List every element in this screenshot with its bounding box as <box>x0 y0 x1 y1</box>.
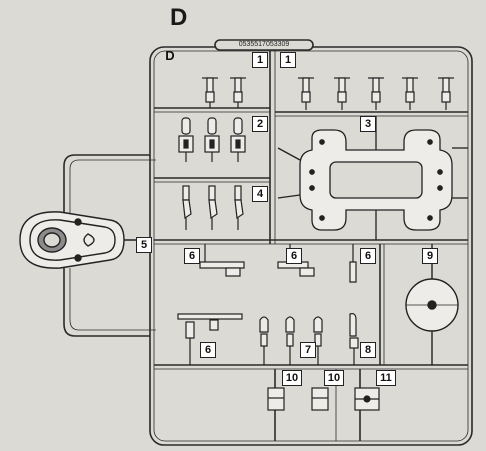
sprue-inner-frame <box>153 50 469 442</box>
part-8 <box>349 313 359 365</box>
part-number-9: 9 <box>422 248 438 264</box>
part-number-6a: 6 <box>184 248 200 264</box>
part-number-3: 3 <box>360 116 376 132</box>
parts-10-11-group <box>267 387 380 411</box>
part-number-5: 5 <box>136 237 152 253</box>
parts-7-group <box>259 316 323 365</box>
hull-part <box>19 211 150 269</box>
part-number-6c: 6 <box>360 248 376 264</box>
part-number-6d: 6 <box>200 342 216 358</box>
left-runner <box>63 154 150 337</box>
parts-6-upper <box>199 244 357 283</box>
frame-letter: D <box>165 48 175 63</box>
part-number-2: 2 <box>252 116 268 132</box>
part-number-8: 8 <box>360 342 376 358</box>
part-number-7: 7 <box>300 342 316 358</box>
code-plate <box>214 39 314 51</box>
part-number-4: 4 <box>252 186 268 202</box>
sprue-letter-title: D <box>170 4 188 31</box>
part-number-1a: 1 <box>252 52 268 68</box>
parts-4-group <box>182 185 244 230</box>
sprue-code: 0535517053309 <box>238 41 290 48</box>
part-number-1b: 1 <box>280 52 296 68</box>
part-number-6b: 6 <box>286 248 302 264</box>
part-3-plate <box>277 116 468 240</box>
part-number-11: 11 <box>376 370 396 386</box>
parts-2-group <box>178 117 246 162</box>
part-6-lower <box>177 313 243 365</box>
part-number-10a: 10 <box>282 370 302 386</box>
parts-1-group <box>202 77 454 110</box>
part-number-10b: 10 <box>324 370 344 386</box>
sprue-outer-frame <box>149 46 473 446</box>
